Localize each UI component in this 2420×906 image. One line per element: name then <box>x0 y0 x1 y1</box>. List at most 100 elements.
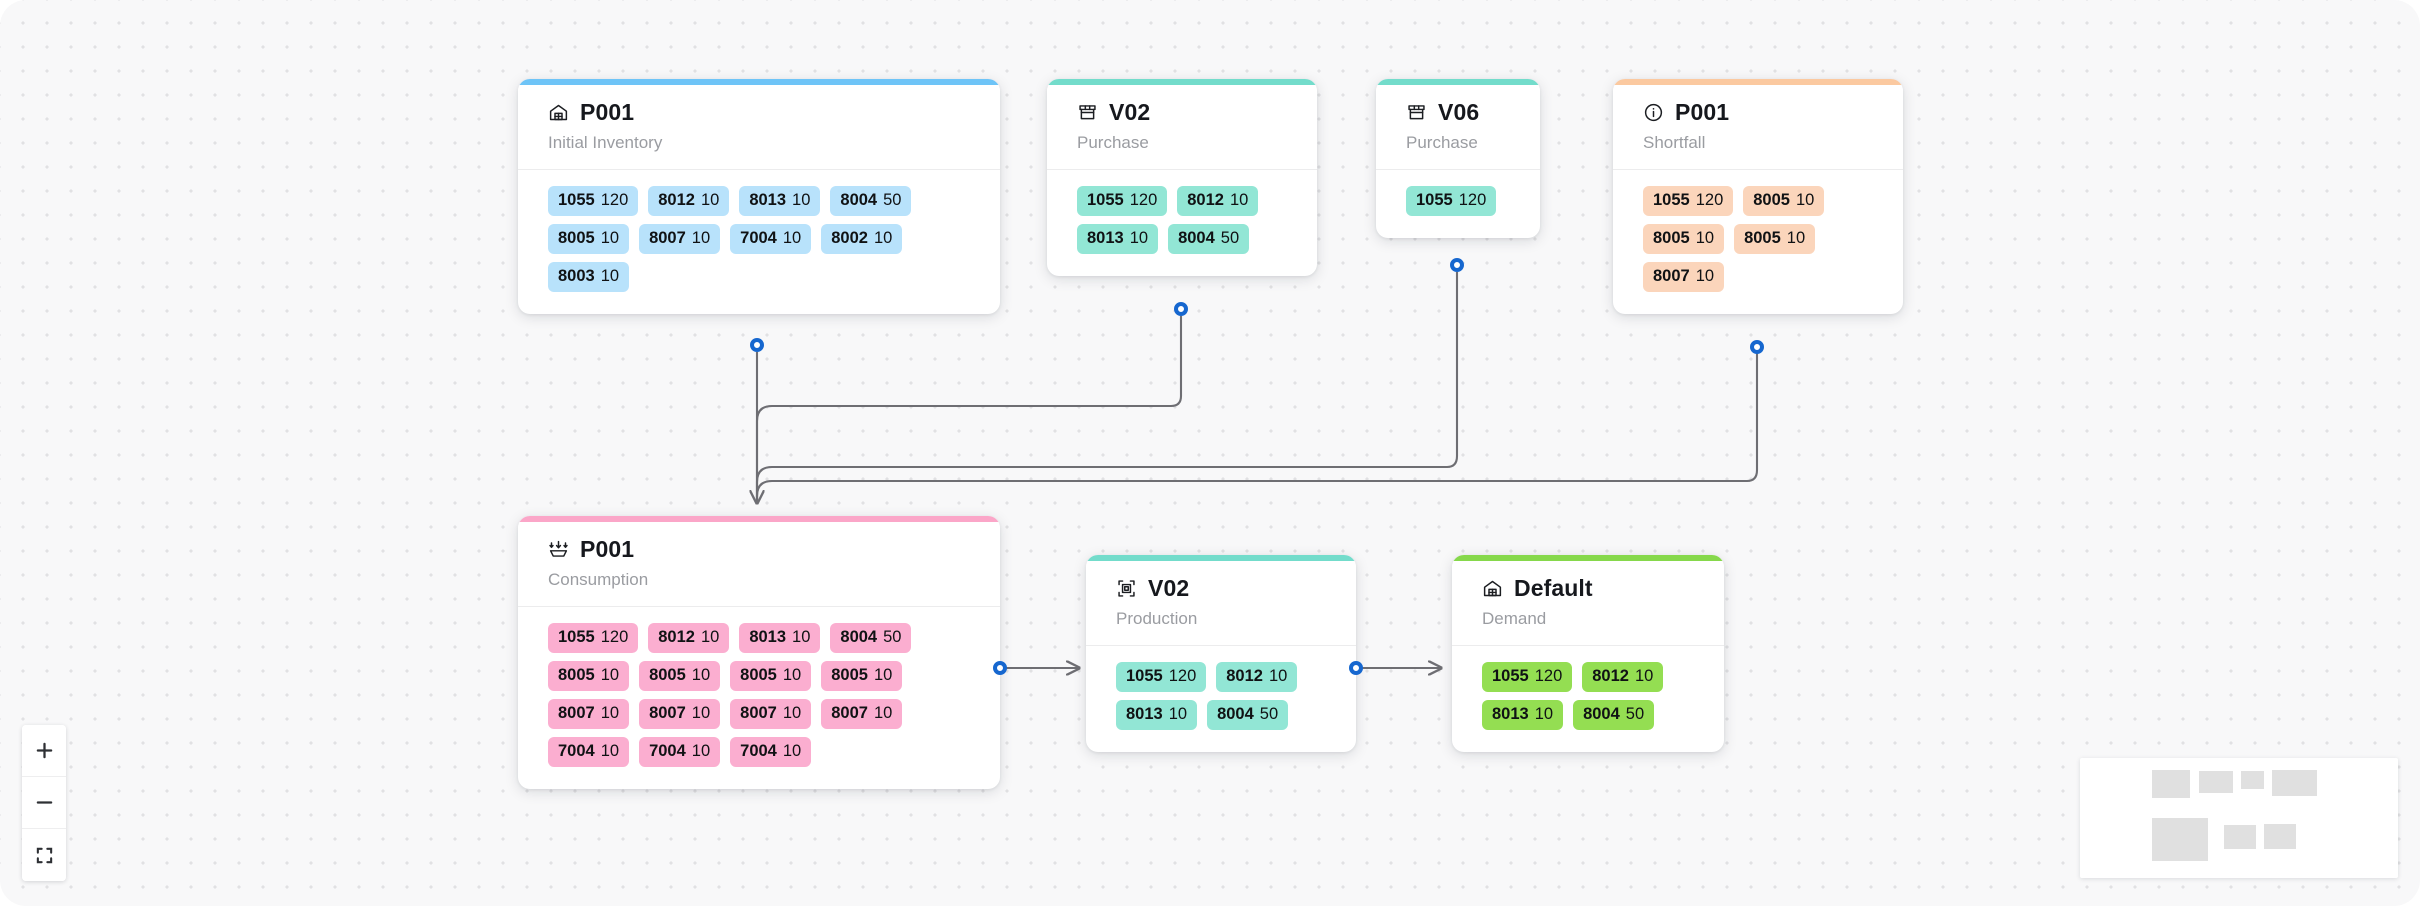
sku-chip: 8004 50 <box>1168 224 1250 254</box>
sku-code: 8005 <box>558 666 595 684</box>
sku-code: 8012 <box>1226 667 1263 685</box>
sku-code: 8005 <box>1753 191 1790 209</box>
sku-code: 8005 <box>558 229 595 247</box>
handle-consumption-source[interactable] <box>993 661 1007 675</box>
sku-quantity: 10 <box>792 628 811 646</box>
consumption-arrows-icon <box>548 539 569 560</box>
sku-code: 8004 <box>840 628 878 646</box>
node-title: Default <box>1514 575 1593 601</box>
node-subtitle: Purchase <box>1077 133 1149 152</box>
node-subtitle: Consumption <box>548 570 649 589</box>
node-accent-bar <box>1613 79 1903 85</box>
handle-inventory-source[interactable] <box>750 338 764 352</box>
sku-quantity: 10 <box>1695 267 1715 285</box>
node-subtitle: Shortfall <box>1643 133 1706 152</box>
sku-quantity: 10 <box>1229 191 1249 209</box>
sku-chip: 8013 10 <box>739 186 821 216</box>
sku-code: 8005 <box>649 666 686 684</box>
sku-code: 8012 <box>1187 191 1224 209</box>
sku-quantity: 10 <box>792 191 811 209</box>
sku-code: 8007 <box>831 704 868 722</box>
sku-chip: 8004 50 <box>1573 700 1655 730</box>
fit-view-button[interactable] <box>22 829 66 881</box>
minimap-node <box>2272 770 2317 796</box>
sku-code: 8013 <box>749 628 787 646</box>
sku-quantity: 10 <box>1634 667 1654 685</box>
node-accent-bar <box>518 79 1000 85</box>
sku-quantity: 10 <box>691 666 711 684</box>
sku-code: 8013 <box>749 191 787 209</box>
sku-quantity: 120 <box>1458 191 1487 209</box>
sku-quantity: 10 <box>873 229 893 247</box>
handle-purchase-v02-source[interactable] <box>1174 302 1188 316</box>
sku-code: 8005 <box>740 666 777 684</box>
node-title: P001 <box>580 99 635 125</box>
sku-code: 8003 <box>558 267 595 285</box>
warehouse-icon <box>548 102 569 123</box>
node-title: P001 <box>580 536 635 562</box>
node-header: P001 Initial Inventory <box>518 85 1000 170</box>
sku-chip: 8004 50 <box>830 623 912 653</box>
sku-code: 8013 <box>1126 705 1163 723</box>
sku-chip: 1055 120 <box>548 186 639 216</box>
sku-code: 1055 <box>1653 191 1690 209</box>
zoom-out-button[interactable] <box>22 777 66 829</box>
zoom-in-button[interactable] <box>22 725 66 777</box>
sku-quantity: 120 <box>1534 667 1563 685</box>
sku-code: 8007 <box>649 704 686 722</box>
sku-quantity: 120 <box>600 191 629 209</box>
edge-purchase-v02-to-consumption <box>755 316 1183 503</box>
sku-code: 8004 <box>1583 705 1620 723</box>
minimap-node <box>2199 771 2233 793</box>
sku-quantity: 10 <box>1168 705 1188 723</box>
node-header: Default Demand <box>1452 561 1724 646</box>
sku-code: 7004 <box>649 742 686 760</box>
node-header: P001 Shortfall <box>1613 85 1903 170</box>
sku-quantity: 50 <box>1220 229 1240 247</box>
sku-code: 8013 <box>1492 705 1529 723</box>
sku-quantity: 10 <box>700 191 720 209</box>
sku-quantity: 10 <box>1129 229 1149 247</box>
sku-code: 8007 <box>1653 267 1690 285</box>
sku-quantity: 10 <box>1695 229 1715 247</box>
node-title: V06 <box>1438 99 1480 125</box>
node-title: P001 <box>1675 99 1730 125</box>
node-accent-bar <box>1086 555 1356 561</box>
sku-quantity: 50 <box>883 628 902 646</box>
node-header: V02 Purchase <box>1047 85 1317 170</box>
sku-code: 8007 <box>740 704 777 722</box>
sku-quantity: 50 <box>1625 705 1645 723</box>
sku-code: 8005 <box>1653 229 1690 247</box>
sku-code: 1055 <box>558 191 595 209</box>
sku-quantity: 10 <box>600 267 620 285</box>
sku-code: 8004 <box>1178 229 1215 247</box>
sku-code: 7004 <box>740 742 777 760</box>
handle-purchase-v06-source[interactable] <box>1450 258 1464 272</box>
minimap[interactable] <box>2080 758 2398 878</box>
sku-quantity: 10 <box>782 742 802 760</box>
sku-quantity: 10 <box>600 229 620 247</box>
handle-shortfall-source[interactable] <box>1750 340 1764 354</box>
sku-code: 8007 <box>558 704 595 722</box>
handle-production-source[interactable] <box>1349 661 1363 675</box>
